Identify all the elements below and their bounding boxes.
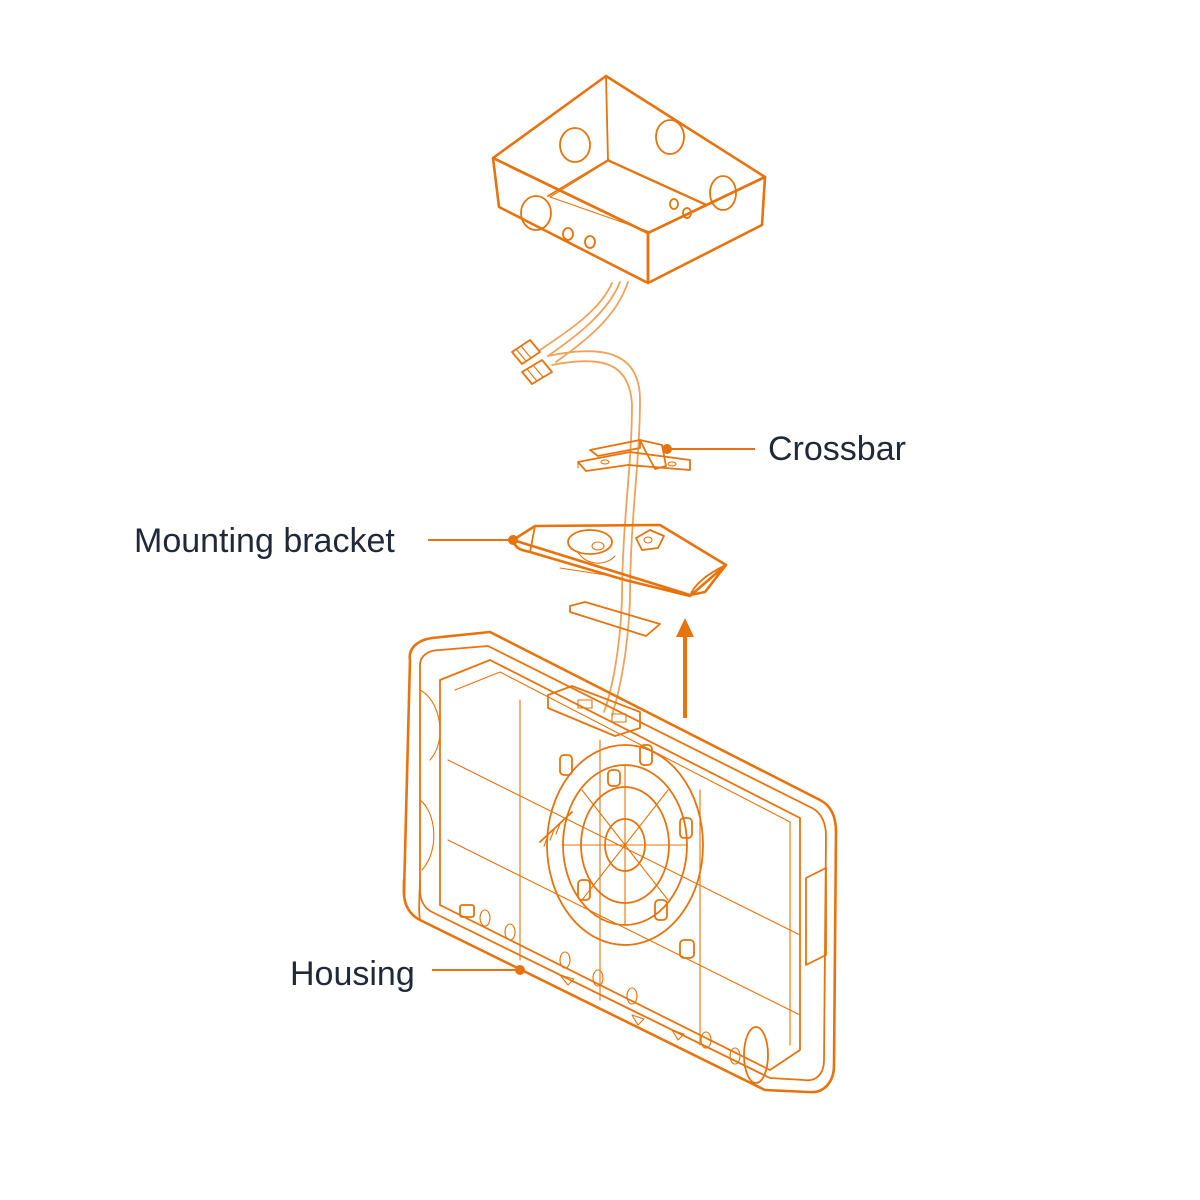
mounting-bracket-label: Mounting bracket bbox=[134, 522, 395, 560]
upward-arrow bbox=[676, 618, 694, 718]
mounting-bracket-part bbox=[511, 523, 728, 598]
callout-mounting-bracket: Mounting bracket bbox=[134, 522, 518, 560]
housing-label: Housing bbox=[290, 955, 415, 993]
crossbar-part bbox=[577, 439, 691, 472]
junction-box bbox=[491, 74, 767, 285]
callout-housing: Housing bbox=[290, 955, 525, 993]
wire-nuts bbox=[511, 339, 553, 385]
crossbar-label: Crossbar bbox=[768, 430, 906, 468]
housing-part bbox=[402, 630, 838, 1094]
bracket-plate bbox=[569, 601, 661, 637]
callout-crossbar: Crossbar bbox=[662, 430, 906, 468]
box-wires bbox=[539, 281, 629, 363]
feed-wire bbox=[547, 350, 641, 716]
